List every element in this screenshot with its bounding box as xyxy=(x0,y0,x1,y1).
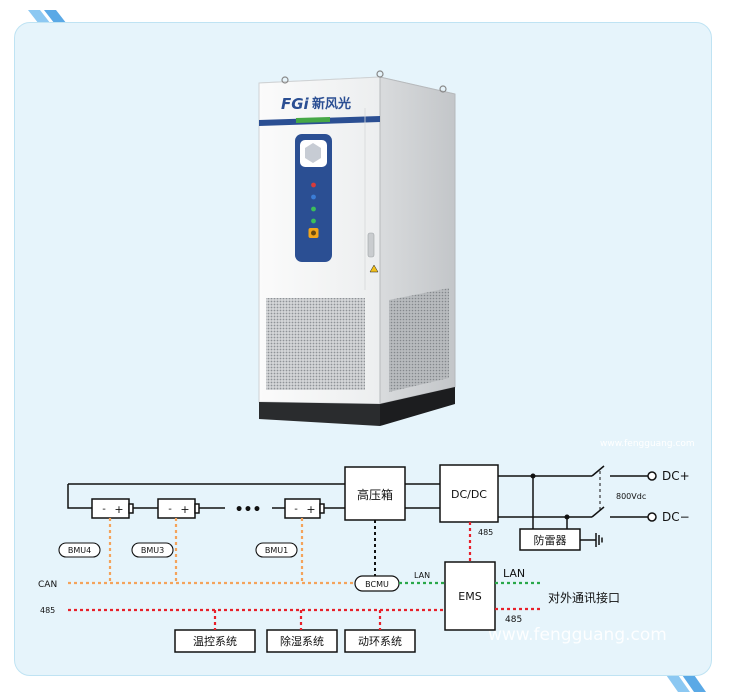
dc-minus-switch xyxy=(591,506,605,518)
bmu-badge xyxy=(255,542,298,558)
battery-minus-label: - xyxy=(168,504,172,515)
battery-cell xyxy=(284,498,325,519)
brand-logo-cn: 新风光 xyxy=(312,96,351,112)
high-voltage-box xyxy=(344,466,406,521)
watermark-large: www.fengguang.com xyxy=(488,625,667,645)
dehumidify-label: 除湿系统 xyxy=(280,634,324,648)
high-voltage-box-label: 高压箱 xyxy=(357,487,393,502)
rs485-bus xyxy=(68,522,540,630)
dc-plus-label: DC+ xyxy=(662,469,690,483)
bmu-badge xyxy=(58,542,101,558)
battery-plus-label: + xyxy=(306,503,315,516)
dc-plus-terminal xyxy=(647,471,657,481)
rs485-right-label: 485 xyxy=(505,615,522,625)
battery-cell xyxy=(91,498,134,519)
battery-minus-label: - xyxy=(294,504,298,515)
brand-logo: FGi 新风光 xyxy=(281,95,351,113)
lightning-protector-label: 防雷器 xyxy=(534,533,567,547)
dcdc-box xyxy=(439,464,499,523)
energy-storage-cabinet xyxy=(258,70,456,426)
external-comm-label: 对外通讯接口 xyxy=(548,590,620,605)
brand-logo-text: FGi xyxy=(281,95,310,113)
lan-small-label: LAN xyxy=(414,571,430,580)
can-bus xyxy=(68,518,355,585)
battery-plus-label: + xyxy=(180,503,189,516)
bmu-badge xyxy=(131,542,174,558)
lan-right-label: LAN xyxy=(503,567,525,580)
env-monitor-label: 动环系统 xyxy=(358,635,402,648)
corner-deco-bottom-right xyxy=(664,672,706,692)
ems-box xyxy=(444,561,496,631)
battery-loop-left-wire xyxy=(67,484,92,509)
voltage-label: 800Vdc xyxy=(616,492,646,501)
can-label: CAN xyxy=(38,580,57,590)
bmu-label: BMU3 xyxy=(141,546,164,555)
rs485-dcdc-label: 485 xyxy=(478,528,493,537)
dc-minus-terminal xyxy=(647,512,657,522)
bcmu-label: BCMU xyxy=(365,580,389,589)
battery-plus-label: + xyxy=(114,503,123,516)
battery-ellipsis: ••• xyxy=(235,502,262,518)
dc-minus-label: DC− xyxy=(662,510,690,524)
ems-label: EMS xyxy=(458,590,481,603)
rs485-label: 485 xyxy=(40,606,55,615)
dcdc-label: DC/DC xyxy=(451,488,487,501)
temp-control-label: 温控系统 xyxy=(193,634,237,648)
bmu-label: BMU1 xyxy=(265,546,288,555)
system-diagram xyxy=(58,464,657,653)
watermark-small: www.fengguang.com xyxy=(600,439,695,449)
bmu-label: BMU4 xyxy=(68,546,91,555)
battery-minus-label: - xyxy=(102,504,106,515)
battery-cell xyxy=(157,498,200,519)
dc-plus-switch xyxy=(591,465,605,477)
